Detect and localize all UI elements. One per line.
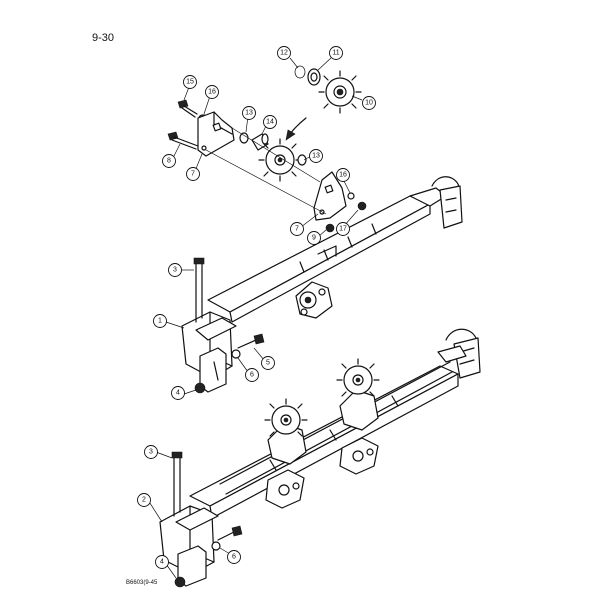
toolbar-frame-lower <box>159 328 481 588</box>
callout-1: 1 <box>153 314 167 328</box>
sleeve-14 <box>251 133 269 151</box>
callout-13-left: 13 <box>242 106 256 120</box>
callout-9: 9 <box>307 231 321 245</box>
svg-text:11: 11 <box>332 50 339 57</box>
washer-13-right <box>297 154 307 166</box>
svg-text:3: 3 <box>149 449 153 456</box>
nut-4-upper <box>194 382 206 394</box>
callout-11: 11 <box>329 46 343 60</box>
assembly-arrow <box>289 117 307 135</box>
bearing-11 <box>307 68 321 86</box>
bolt-15 <box>177 99 198 118</box>
alignment-line-1 <box>205 149 327 215</box>
u-bolt-3-lower <box>173 455 181 517</box>
toolbar-frame-upper <box>181 176 463 394</box>
snap-ring-12 <box>294 65 306 79</box>
callout-17: 17 <box>336 222 350 236</box>
callout-16-left: 16 <box>205 85 219 99</box>
callout-16-right: 16 <box>336 168 350 182</box>
frame-idler-lower-left <box>264 398 308 509</box>
svg-text:13: 13 <box>245 110 253 117</box>
callout-13-right: 13 <box>309 149 323 163</box>
nut-4-lower <box>174 576 186 588</box>
callout-5: 5 <box>261 356 275 370</box>
washer-13-left <box>239 132 249 144</box>
svg-text:6: 6 <box>232 554 236 561</box>
nut-9 <box>325 223 335 233</box>
svg-text:7: 7 <box>295 226 299 233</box>
bolt-5-upper <box>237 339 257 349</box>
svg-text:16: 16 <box>208 89 216 96</box>
washer-6-upper <box>231 349 241 359</box>
svg-text:5: 5 <box>266 360 270 367</box>
idler-bracket-7-left <box>197 111 235 157</box>
callout-3-upper: 3 <box>168 263 182 277</box>
callout-2: 2 <box>137 493 151 507</box>
svg-text:17: 17 <box>339 226 347 233</box>
callout-4-upper: 4 <box>171 386 185 400</box>
svg-text:8: 8 <box>167 158 171 165</box>
svg-text:1: 1 <box>158 318 162 325</box>
top-idler-assembly <box>167 65 367 233</box>
callout-6-lower: 6 <box>227 550 241 564</box>
idler-sprocket-center <box>258 138 302 182</box>
svg-text:14: 14 <box>266 119 274 126</box>
assembly-arrow-head <box>285 129 296 141</box>
callout-3-lower: 3 <box>144 445 158 459</box>
callout-12: 12 <box>277 46 291 60</box>
svg-text:13: 13 <box>312 153 320 160</box>
washer-6-lower <box>211 541 221 551</box>
svg-text:4: 4 <box>160 559 164 566</box>
callout-15: 15 <box>183 75 197 89</box>
bolt-8 <box>167 131 199 150</box>
washer-16-right <box>347 192 355 200</box>
svg-text:16: 16 <box>339 172 347 179</box>
svg-text:9: 9 <box>312 235 316 242</box>
callout-14: 14 <box>263 115 277 129</box>
svg-text:10: 10 <box>365 100 373 107</box>
svg-text:6: 6 <box>250 372 254 379</box>
svg-text:7: 7 <box>191 171 195 178</box>
sprocket-10 <box>318 70 362 114</box>
callout-7-left: 7 <box>186 167 200 181</box>
callout-8: 8 <box>162 154 176 168</box>
svg-text:3: 3 <box>173 267 177 274</box>
callout-7-right: 7 <box>290 222 304 236</box>
svg-text:15: 15 <box>186 79 194 86</box>
nut-17 <box>357 201 367 211</box>
callout-4-lower: 4 <box>155 555 169 569</box>
frame-idler-upper <box>295 281 333 319</box>
bolt-5-lower <box>217 531 235 541</box>
drawing-reference-code: B6603(9-45 <box>126 580 158 586</box>
callout-10: 10 <box>362 96 376 110</box>
alignment-line-2 <box>231 127 321 183</box>
svg-text:2: 2 <box>142 497 146 504</box>
u-bolt-3-upper <box>195 261 203 323</box>
page-number: 9-30 <box>92 32 115 44</box>
frame-idler-lower-right <box>336 358 380 475</box>
svg-text:4: 4 <box>176 390 180 397</box>
svg-text:12: 12 <box>280 50 288 57</box>
idler-bracket-7-right <box>313 171 347 221</box>
callout-6-upper: 6 <box>245 368 259 382</box>
